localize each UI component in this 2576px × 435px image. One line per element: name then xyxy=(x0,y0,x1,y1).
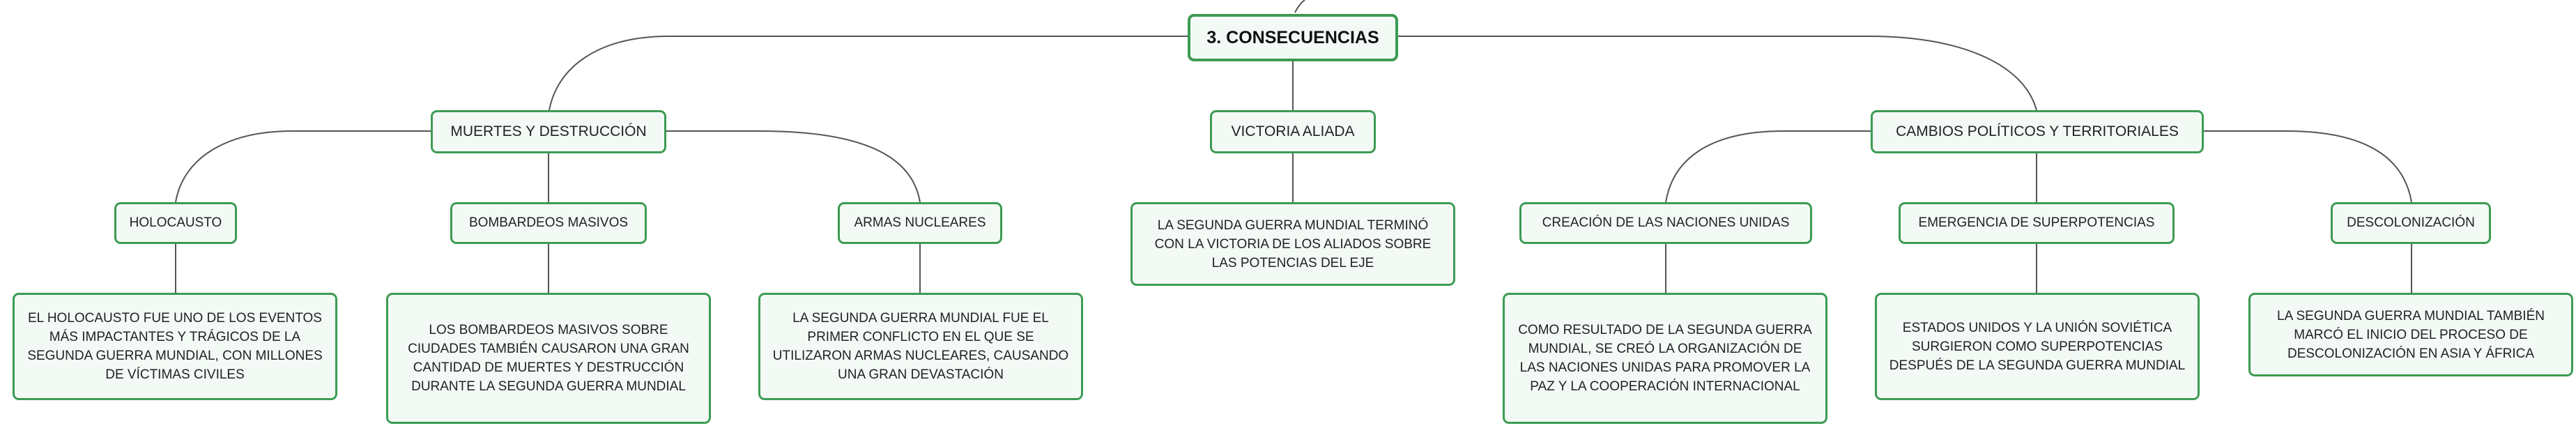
node-emergencia-superpotencias[interactable]: EMERGENCIA DE SUPERPOTENCIAS xyxy=(1899,202,2175,244)
node-bombardeos-masivos[interactable]: BOMBARDEOS MASIVOS xyxy=(450,202,647,244)
connector-cambios-onu xyxy=(1665,130,1872,203)
root-node[interactable]: 3. CONSECUENCIAS xyxy=(1188,14,1398,61)
connector-root-muertes xyxy=(549,36,1189,111)
node-armas-nucleares[interactable]: ARMAS NUCLEARES xyxy=(838,202,1002,244)
node-holocausto[interactable]: HOLOCAUSTO xyxy=(114,202,237,244)
detail-victoria-aliada[interactable]: LA SEGUNDA GUERRA MUNDIAL TERMINÓ CON LA… xyxy=(1130,202,1455,286)
node-victoria-aliada[interactable]: VICTORIA ALIADA xyxy=(1210,110,1376,153)
connector-muertes-holocausto xyxy=(175,130,432,203)
node-creacion-naciones-unidas[interactable]: CREACIÓN DE LAS NACIONES UNIDAS xyxy=(1519,202,1812,244)
node-cambios-politicos[interactable]: CAMBIOS POLÍTICOS Y TERRITORIALES xyxy=(1871,110,2204,153)
connector-muertes-nucleares xyxy=(666,130,921,203)
connector-root-cambios xyxy=(1397,36,2037,111)
detail-superpotencias[interactable]: ESTADOS UNIDOS Y LA UNIÓN SOVIÉTICA SURG… xyxy=(1875,293,2200,400)
detail-holocausto[interactable]: EL HOLOCAUSTO FUE UNO DE LOS EVENTOS MÁS… xyxy=(13,293,337,400)
detail-armas-nucleares[interactable]: LA SEGUNDA GUERRA MUNDIAL FUE EL PRIMER … xyxy=(758,293,1083,400)
connector-root-parent xyxy=(1294,0,1305,13)
node-muertes-y-destruccion[interactable]: MUERTES Y DESTRUCCIÓN xyxy=(431,110,666,153)
detail-bombardeos-masivos[interactable]: LOS BOMBARDEOS MASIVOS SOBRE CIUDADES TA… xyxy=(386,293,711,424)
detail-naciones-unidas[interactable]: COMO RESULTADO DE LA SEGUNDA GUERRA MUND… xyxy=(1503,293,1827,424)
connector-cambios-descolonizacion xyxy=(2202,130,2412,203)
node-descolonizacion[interactable]: DESCOLONIZACIÓN xyxy=(2331,202,2491,244)
detail-descolonizacion[interactable]: LA SEGUNDA GUERRA MUNDIAL TAMBIÉN MARCÓ … xyxy=(2248,293,2573,376)
